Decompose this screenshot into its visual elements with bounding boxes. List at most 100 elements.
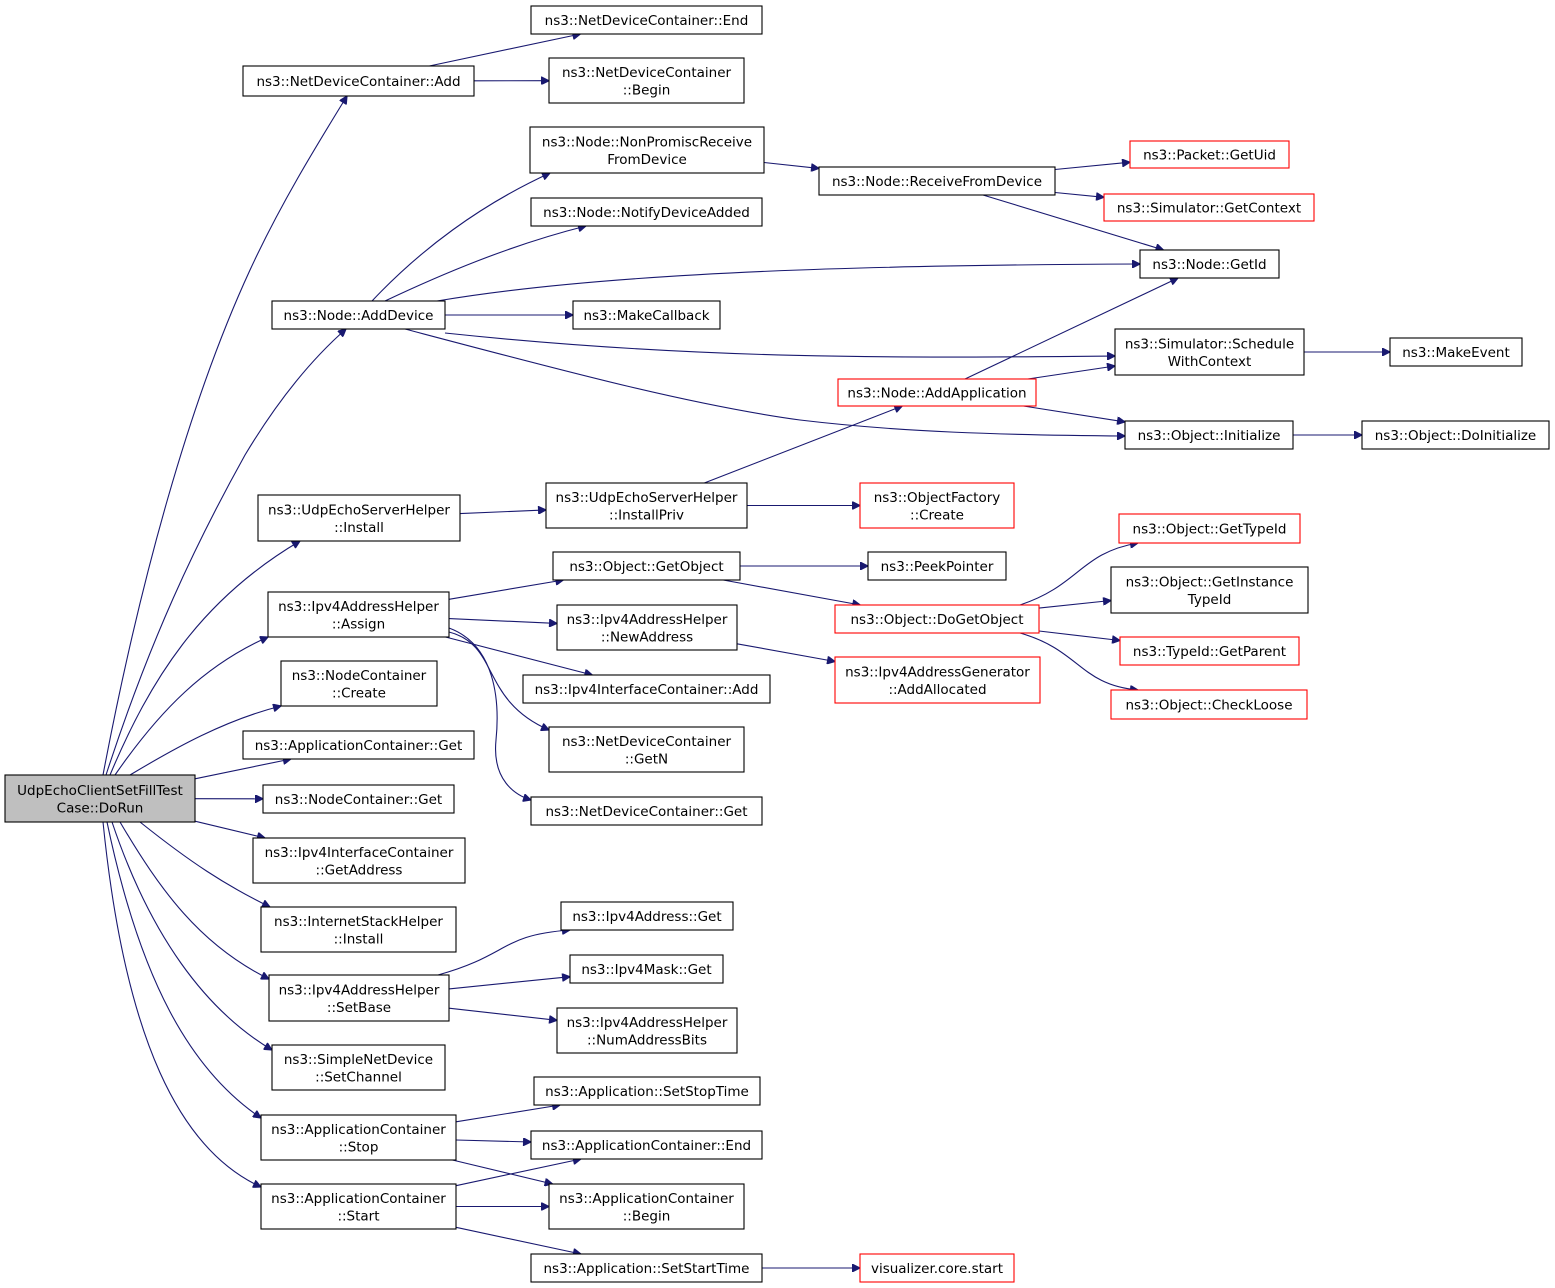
node-node_adddevice[interactable]: ns3::Node::AddDevice (271, 300, 446, 330)
node-ndc_get[interactable]: ns3::NetDeviceContainer::Get (530, 796, 763, 826)
node-ipv4ag_addallocated[interactable]: ns3::Ipv4AddressGenerator::AddAllocated (834, 656, 1041, 704)
node-ipv4ic_getaddress[interactable]: ns3::Ipv4InterfaceContainer::GetAddress (252, 837, 466, 884)
node-ac_begin[interactable]: ns3::ApplicationContainer::Begin (548, 1183, 745, 1230)
node-label: ::GetN (625, 751, 668, 767)
node-box (260, 906, 457, 953)
node-objfactory_create[interactable]: ns3::ObjectFactory::Create (859, 482, 1015, 529)
node-label: ns3::NodeContainer::Get (275, 792, 442, 808)
node-ipv4addr_get[interactable]: ns3::Ipv4Address::Get (560, 901, 734, 931)
node-ac_start[interactable]: ns3::ApplicationContainer::Start (260, 1183, 457, 1230)
node-label: ns3::Ipv4AddressHelper (278, 599, 439, 615)
node-ndc_add[interactable]: ns3::NetDeviceContainer::Add (242, 65, 475, 97)
node-ish_install[interactable]: ns3::InternetStackHelper::Install (260, 906, 457, 953)
node-box (1110, 689, 1308, 720)
node-label: ::Stop (339, 1139, 379, 1155)
function-nodes: UdpEchoClientSetFillTestCase::DoRunns3::… (4, 5, 1550, 1283)
node-obj_doinitialize[interactable]: ns3::Object::DoInitialize (1361, 420, 1550, 450)
edge-obj_dogetobject-to-obj_getinstance (1038, 601, 1111, 609)
node-ipv4ah_numaddrbits[interactable]: ns3::Ipv4AddressHelper::NumAddressBits (556, 1007, 738, 1054)
node-label: ns3::UdpEchoServerHelper (268, 502, 450, 518)
node-makeevent[interactable]: ns3::MakeEvent (1389, 337, 1523, 367)
node-box (1103, 193, 1315, 222)
edge-root-to-ac_get (194, 759, 291, 780)
node-label: ns3::Node::GetId (1152, 257, 1266, 273)
node-ipv4ah_setbase[interactable]: ns3::Ipv4AddressHelper::SetBase (268, 974, 450, 1022)
node-ndc_getn[interactable]: ns3::NetDeviceContainer::GetN (548, 726, 745, 773)
node-box (1139, 249, 1280, 279)
node-label: UdpEchoClientSetFillTest (17, 783, 183, 799)
edge-obj_dogetobject-to-obj_gettypeid (1019, 543, 1138, 606)
node-obj_getobject[interactable]: ns3::Object::GetObject (552, 551, 741, 581)
node-app_setstoptime[interactable]: ns3::Application::SetStopTime (533, 1076, 761, 1106)
edge-ipv4ah_assign-to-ndc_get (448, 627, 531, 800)
node-box (1361, 420, 1550, 450)
node-label: ns3::NetDeviceContainer::End (545, 13, 749, 29)
node-obj_gettypeid[interactable]: ns3::Object::GetTypeId (1118, 513, 1301, 544)
edge-ipv4ah_assign-to-ipv4ic_add (445, 636, 593, 675)
node-ipv4mask_get[interactable]: ns3::Ipv4Mask::Get (569, 954, 724, 984)
node-app_setstarttime[interactable]: ns3::Application::SetStartTime (530, 1253, 763, 1283)
node-node_notify[interactable]: ns3::Node::NotifyDeviceAdded (530, 197, 763, 227)
node-ac_get[interactable]: ns3::ApplicationContainer::Get (242, 730, 475, 760)
node-node_getid[interactable]: ns3::Node::GetId (1139, 249, 1280, 279)
node-obj_checkloose[interactable]: ns3::Object::CheckLoose (1110, 689, 1308, 720)
node-typeid_getparent[interactable]: ns3::TypeId::GetParent (1119, 636, 1300, 666)
node-box (569, 954, 724, 984)
node-ndc_end[interactable]: ns3::NetDeviceContainer::End (530, 5, 763, 35)
node-box (1129, 140, 1290, 169)
node-label: ns3::SimpleNetDevice (284, 1052, 433, 1068)
node-snd_setchannel[interactable]: ns3::SimpleNetDevice::SetChannel (271, 1044, 446, 1091)
node-ndc_begin[interactable]: ns3::NetDeviceContainer::Begin (548, 57, 745, 104)
node-box (1114, 328, 1305, 376)
node-box (560, 901, 734, 931)
node-nc_create[interactable]: ns3::NodeContainer::Create (280, 660, 438, 707)
call-edges (102, 34, 1390, 1268)
node-box (260, 1114, 457, 1161)
edge-ipv4ah_setbase-to-ipv4addr_get (437, 930, 570, 976)
edge-node_receive-to-packet_getuid (1054, 162, 1130, 171)
edge-ac_start-to-ac_end (455, 1159, 581, 1187)
node-packet_getuid[interactable]: ns3::Packet::GetUid (1129, 140, 1290, 169)
edge-root-to-ish_install (139, 821, 270, 907)
node-box (271, 1044, 446, 1091)
node-ipv4ah_assign[interactable]: ns3::Ipv4AddressHelper::Assign (267, 591, 450, 638)
node-label: ns3::Simulator::GetContext (1117, 201, 1301, 217)
node-ipv4ic_add[interactable]: ns3::Ipv4InterfaceContainer::Add (522, 674, 771, 704)
node-label: ns3::Simulator::Schedule (1125, 336, 1294, 352)
edge-ues_install-to-ues_installpriv (459, 510, 546, 514)
node-ues_install[interactable]: ns3::UdpEchoServerHelper::Install (257, 494, 461, 542)
node-node_receive[interactable]: ns3::Node::ReceiveFromDevice (818, 166, 1056, 196)
node-obj_initialize[interactable]: ns3::Object::Initialize (1124, 420, 1294, 450)
node-ipv4ah_newaddress[interactable]: ns3::Ipv4AddressHelper::NewAddress (556, 604, 738, 651)
edge-node_addapp-to-sim_schedule (1027, 366, 1115, 380)
node-ues_installpriv[interactable]: ns3::UdpEchoServerHelper::InstallPriv (545, 482, 748, 529)
edge-root-to-node_adddevice (105, 329, 346, 776)
node-obj_dogetobject[interactable]: ns3::Object::DoGetObject (834, 604, 1040, 634)
node-label: ::Begin (623, 82, 671, 98)
edge-node_receive-to-sim_getcontext (1054, 191, 1104, 198)
edge-ac_stop-to-ac_begin (452, 1159, 552, 1184)
node-label: ::SetChannel (315, 1069, 402, 1085)
node-nc_get[interactable]: ns3::NodeContainer::Get (262, 784, 455, 814)
node-box (533, 1076, 761, 1106)
node-label: ns3::Object::GetObject (569, 559, 723, 575)
node-vis_start[interactable]: visualizer.core.start (859, 1253, 1015, 1283)
node-label: ns3::Ipv4Address::Get (572, 909, 721, 925)
node-box (530, 1130, 763, 1160)
node-node_addapp[interactable]: ns3::Node::AddApplication (837, 378, 1037, 407)
node-ac_end[interactable]: ns3::ApplicationContainer::End (530, 1130, 763, 1160)
node-peekpointer[interactable]: ns3::PeekPointer (867, 551, 1007, 581)
node-ac_stop[interactable]: ns3::ApplicationContainer::Stop (260, 1114, 457, 1161)
edge-root-to-ac_start (102, 821, 261, 1187)
node-makecallback[interactable]: ns3::MakeCallback (572, 300, 721, 330)
node-label: ns3::NetDeviceContainer::Get (545, 804, 747, 820)
node-label: ns3::ObjectFactory (874, 490, 1001, 506)
node-box (242, 730, 475, 760)
node-sim_getcontext[interactable]: ns3::Simulator::GetContext (1103, 193, 1315, 222)
edge-root-to-nc_create (129, 706, 281, 776)
node-label: ns3::Ipv4InterfaceContainer (265, 845, 454, 861)
